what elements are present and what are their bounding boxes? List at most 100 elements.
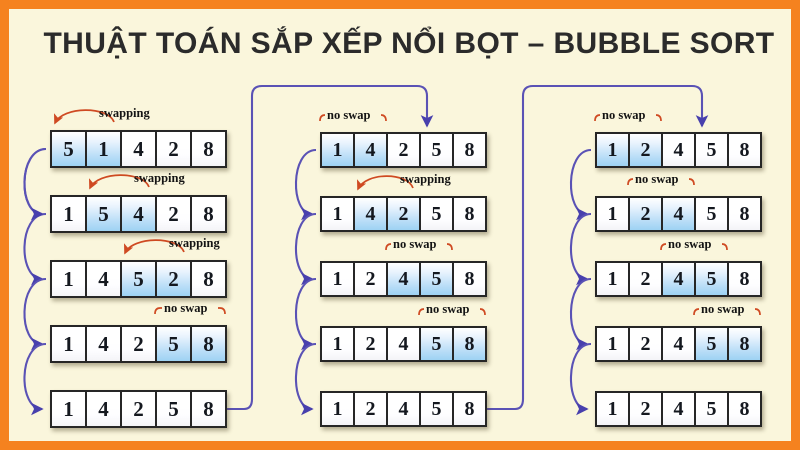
- flow-arrow: [294, 277, 317, 351]
- array-cell: 1: [595, 132, 630, 168]
- array-cell: 4: [353, 196, 388, 232]
- array-cell: 8: [190, 130, 227, 168]
- flow-arrow: [487, 84, 709, 411]
- flow-arrow: [23, 277, 47, 351]
- swapping-label: swapping: [99, 106, 150, 120]
- array-cell: 5: [419, 391, 454, 427]
- array-cell: 1: [320, 196, 355, 232]
- array-cell: 5: [419, 196, 454, 232]
- flow-arrow: [569, 212, 592, 286]
- array-cell: 1: [85, 130, 122, 168]
- no-swap-label: no swap: [426, 302, 470, 316]
- array-cell: 4: [353, 132, 388, 168]
- array-cell: 1: [595, 391, 630, 427]
- array-cell: 5: [694, 261, 729, 297]
- array-cell: 8: [190, 325, 227, 363]
- array-cell: 8: [190, 390, 227, 428]
- array-cell: 2: [353, 326, 388, 362]
- no-swap-label: no swap: [164, 301, 208, 315]
- array-cell: 2: [628, 391, 663, 427]
- array-cell: 8: [727, 132, 762, 168]
- array-cell: 5: [155, 325, 192, 363]
- array-cell: 8: [727, 391, 762, 427]
- no-swap-bracket: [418, 308, 486, 316]
- array-cell: 4: [661, 326, 696, 362]
- array-cell: 2: [386, 196, 421, 232]
- flow-arrow: [23, 342, 47, 416]
- array-cell: 1: [320, 261, 355, 297]
- array-cell: 4: [661, 132, 696, 168]
- no-swap-bracket: [627, 178, 695, 186]
- array-cell: 2: [120, 390, 157, 428]
- no-swap-label: no swap: [327, 108, 371, 122]
- array-cell: 2: [155, 260, 192, 298]
- array-cell: 8: [727, 261, 762, 297]
- flow-arrow: [23, 147, 47, 221]
- page-title: THUẬT TOÁN SẮP XẾP NỔI BỌT – BUBBLE SORT: [43, 27, 775, 60]
- array-cell: 5: [419, 326, 454, 362]
- array-cell: 2: [628, 196, 663, 232]
- flow-arrow: [569, 148, 592, 221]
- array-cell: 2: [628, 261, 663, 297]
- array-cell: 5: [694, 196, 729, 232]
- array-cell: 1: [595, 261, 630, 297]
- array-cell: 8: [452, 132, 487, 168]
- array-cell: 8: [190, 195, 227, 233]
- array-cell: 1: [50, 325, 87, 363]
- no-swap-label: no swap: [393, 237, 437, 251]
- array-cell: 5: [50, 130, 87, 168]
- array-cell: 4: [120, 130, 157, 168]
- no-swap-bracket: [594, 114, 662, 122]
- array-cell: 1: [595, 196, 630, 232]
- array-cell: 8: [452, 391, 487, 427]
- array-cell: 8: [452, 196, 487, 232]
- array-cell: 5: [85, 195, 122, 233]
- array-cell: 5: [694, 132, 729, 168]
- flow-arrow: [294, 342, 317, 416]
- no-swap-bracket: [154, 307, 226, 315]
- array-cell: 1: [50, 390, 87, 428]
- array-cell: 4: [386, 326, 421, 362]
- array-cell: 8: [727, 326, 762, 362]
- array-cell: 5: [419, 261, 454, 297]
- array-cell: 2: [386, 132, 421, 168]
- array-cell: 1: [320, 391, 355, 427]
- array-cell: 4: [85, 260, 122, 298]
- array-cell: 4: [661, 196, 696, 232]
- swapping-arrow: [89, 174, 150, 190]
- no-swap-label: no swap: [602, 108, 646, 122]
- array-cell: 1: [50, 260, 87, 298]
- flow-arrow: [23, 212, 47, 286]
- no-swap-label: no swap: [635, 172, 679, 186]
- array-cell: 4: [85, 390, 122, 428]
- swapping-arrow: [54, 109, 115, 125]
- array-cell: 1: [320, 132, 355, 168]
- array-cell: 4: [85, 325, 122, 363]
- swapping-arrow: [357, 175, 414, 191]
- array-cell: 4: [120, 195, 157, 233]
- array-cell: 2: [628, 326, 663, 362]
- array-cell: 5: [419, 132, 454, 168]
- swapping-label: swapping: [134, 171, 185, 185]
- no-swap-label: no swap: [668, 237, 712, 251]
- array-cell: 8: [190, 260, 227, 298]
- array-cell: 8: [452, 261, 487, 297]
- swapping-arrow: [124, 239, 185, 255]
- no-swap-bracket: [660, 243, 728, 251]
- no-swap-bracket: [693, 308, 761, 316]
